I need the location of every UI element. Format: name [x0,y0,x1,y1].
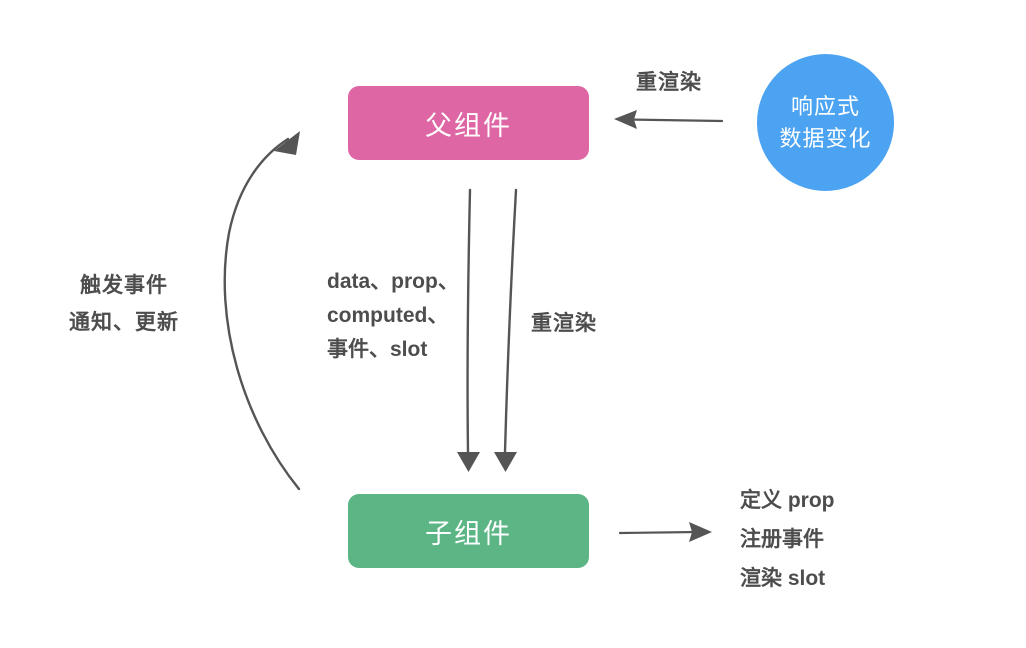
arrow-parent-to-child-props [457,188,480,472]
arrow-child-to-duties [618,522,712,542]
reactive-data-node[interactable]: 响应式 数据变化 [757,54,894,191]
label-rerender-top: 重渲染 [636,67,702,100]
arrow-reactive-to-parent [614,110,724,129]
label-parent-passdown-line3: 事件、slot [327,338,428,362]
child-component-node[interactable]: 子组件 [348,494,589,568]
label-parent-passdown-line2: computed、 [327,304,449,328]
arrow-child-to-parent-events [223,131,301,491]
label-rerender-top-text: 重渲染 [636,71,702,94]
arrow-parent-to-child-rerender [494,188,518,472]
label-rerender-middle: 重渲染 [531,308,597,341]
reactive-data-label-line1: 响应式 [790,93,860,119]
child-component-label: 子组件 [425,518,512,549]
label-parent-passdown-line1: data、prop、 [327,270,459,293]
reactive-data-label-line2: 数据变化 [779,125,872,151]
label-child-duties-line2: 注册事件 [740,527,824,551]
label-child-duties-line1: 定义 prop [740,489,835,512]
label-trigger-events-line1: 触发事件 [80,274,168,297]
parent-component-node[interactable]: 父组件 [348,86,589,160]
label-trigger-events-line2: 通知、更新 [69,310,179,334]
label-trigger-events: 触发事件 通知、更新 [69,268,179,342]
label-parent-passdown: data、prop、 computed、 事件、slot [327,265,459,367]
label-rerender-middle-text: 重渲染 [531,312,597,335]
label-child-duties: 定义 prop 注册事件 渲染 slot [740,482,835,599]
label-child-duties-line3: 渲染 slot [740,566,826,590]
parent-component-label: 父组件 [425,110,512,141]
